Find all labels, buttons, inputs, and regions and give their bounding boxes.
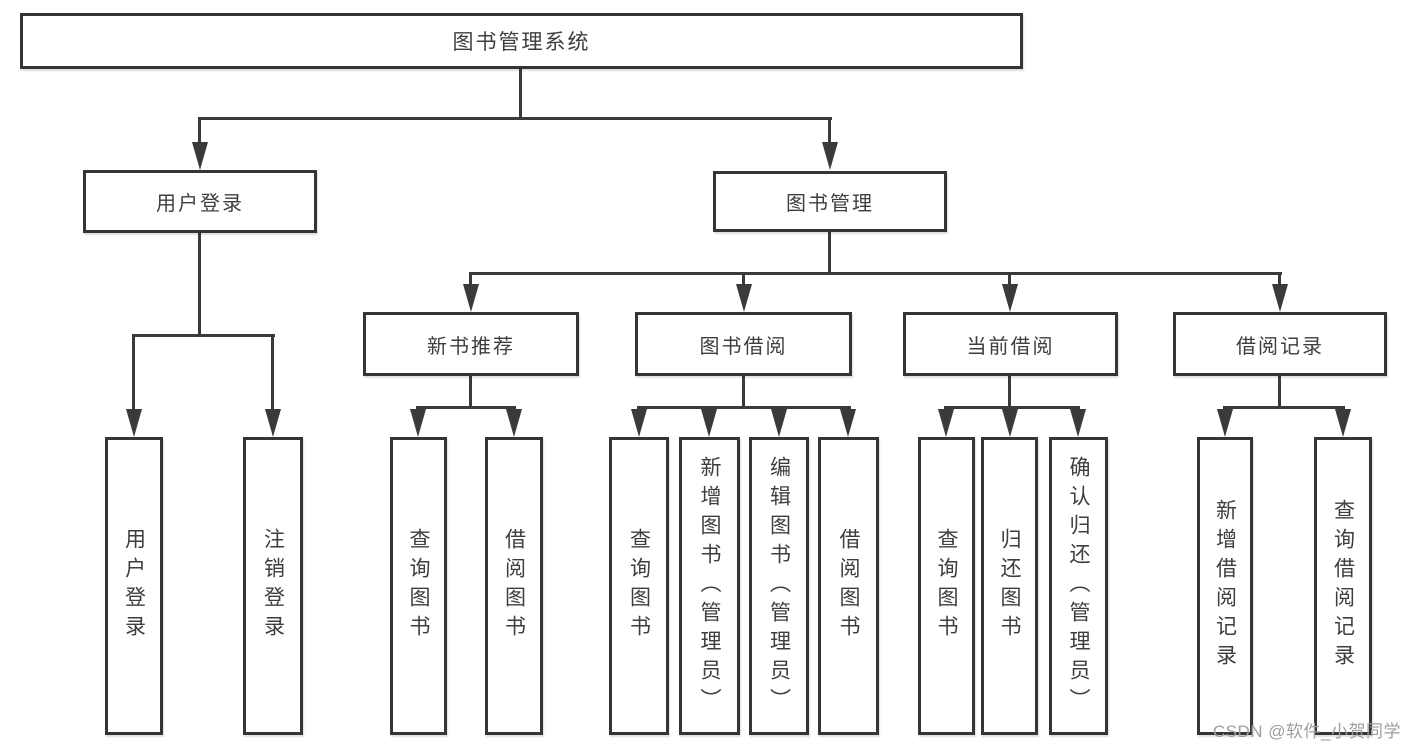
- node-library-management-system: 图书管理系统: [20, 13, 1023, 69]
- leaf-query-borrow-record: 查询借阅记录: [1314, 437, 1372, 735]
- connector-line: [1278, 273, 1281, 285]
- leaf-query-books-recommend: 查询图书: [390, 437, 447, 735]
- arrow-down-icon: [822, 142, 838, 170]
- arrow-down-icon: [1272, 284, 1288, 312]
- node-label: 新书推荐: [427, 335, 515, 358]
- node-current-borrowing: 当前借阅: [903, 312, 1118, 376]
- arrow-down-icon: [1002, 284, 1018, 312]
- leaf-user-login: 用户登录: [105, 437, 163, 735]
- watermark: CSDN @软件_小贺同学: [1212, 722, 1401, 741]
- connector-line: [1008, 376, 1011, 407]
- node-label: 图书管理: [786, 193, 874, 215]
- arrow-down-icon: [410, 409, 426, 437]
- arrow-down-icon: [631, 409, 647, 437]
- node-label: 编辑图书（管理员）: [767, 455, 791, 717]
- node-label: 图书借阅: [699, 335, 788, 358]
- arrow-down-icon: [840, 409, 856, 437]
- node-new-book-recommend: 新书推荐: [363, 312, 579, 376]
- arrow-down-icon: [192, 142, 208, 170]
- arrow-down-icon: [126, 409, 142, 437]
- arrow-down-icon: [701, 409, 717, 437]
- leaf-borrow-books-recommend: 借阅图书: [485, 437, 543, 735]
- node-label: 确认归还（管理员）: [1067, 455, 1090, 717]
- leaf-borrow-books: 借阅图书: [818, 437, 879, 735]
- arrow-down-icon: [1002, 409, 1018, 437]
- connector-line: [416, 406, 516, 409]
- leaf-add-borrow-record: 新增借阅记录: [1197, 437, 1253, 735]
- connector-line: [742, 376, 745, 407]
- node-borrow-records: 借阅记录: [1173, 312, 1387, 376]
- node-label: 注销登录: [261, 528, 285, 644]
- connector-line: [828, 118, 831, 145]
- node-label: 查询图书: [935, 528, 958, 644]
- connector-line: [1278, 376, 1281, 407]
- node-label: 新增借阅记录: [1213, 499, 1237, 673]
- connector-line: [469, 272, 1282, 275]
- leaf-add-books-admin: 新增图书（管理员）: [679, 437, 740, 735]
- node-label: 查询借阅记录: [1331, 499, 1355, 673]
- node-book-borrowing: 图书借阅: [635, 312, 852, 376]
- node-label: 图书管理系统: [452, 31, 591, 54]
- leaf-edit-books-admin: 编辑图书（管理员）: [749, 437, 809, 735]
- node-label: 用户登录: [156, 193, 244, 215]
- arrow-down-icon: [1335, 409, 1351, 437]
- connector-line: [1223, 406, 1345, 409]
- node-label: 归还图书: [998, 528, 1021, 644]
- node-label: 查询图书: [627, 528, 651, 644]
- node-label: 当前借阅: [966, 335, 1055, 358]
- arrow-down-icon: [265, 409, 281, 437]
- connector-line: [271, 336, 274, 410]
- node-book-management: 图书管理: [713, 171, 947, 232]
- connector-line: [1008, 273, 1011, 285]
- arrow-down-icon: [938, 409, 954, 437]
- connector-line: [198, 233, 201, 336]
- node-label: 用户登录: [122, 528, 146, 644]
- node-label: 新增图书（管理员）: [698, 455, 721, 717]
- leaf-query-books-borrowing: 查询图书: [609, 437, 669, 735]
- connector-line: [469, 273, 472, 285]
- node-label: 借阅图书: [502, 528, 526, 644]
- arrow-down-icon: [506, 409, 522, 437]
- node-user-login: 用户登录: [83, 170, 317, 233]
- node-label: 查询图书: [407, 528, 430, 644]
- arrow-down-icon: [771, 409, 787, 437]
- arrow-down-icon: [736, 284, 752, 312]
- leaf-logout: 注销登录: [243, 437, 303, 735]
- connector-line: [742, 273, 745, 285]
- connector-line: [132, 336, 135, 410]
- node-label: 借阅记录: [1236, 335, 1324, 358]
- node-label: 借阅图书: [837, 528, 860, 644]
- leaf-return-books: 归还图书: [981, 437, 1038, 735]
- arrow-down-icon: [1217, 409, 1233, 437]
- connector-line: [828, 232, 831, 273]
- connector-line: [637, 406, 851, 409]
- arrow-down-icon: [1070, 409, 1086, 437]
- leaf-confirm-return-admin: 确认归还（管理员）: [1049, 437, 1108, 735]
- arrow-down-icon: [463, 284, 479, 312]
- connector-line: [198, 117, 832, 120]
- connector-line: [132, 334, 275, 337]
- leaf-query-books-current: 查询图书: [918, 437, 975, 735]
- connector-line: [944, 406, 1080, 409]
- connector-line: [469, 376, 472, 407]
- connector-line: [198, 118, 201, 145]
- connector-line: [519, 69, 522, 118]
